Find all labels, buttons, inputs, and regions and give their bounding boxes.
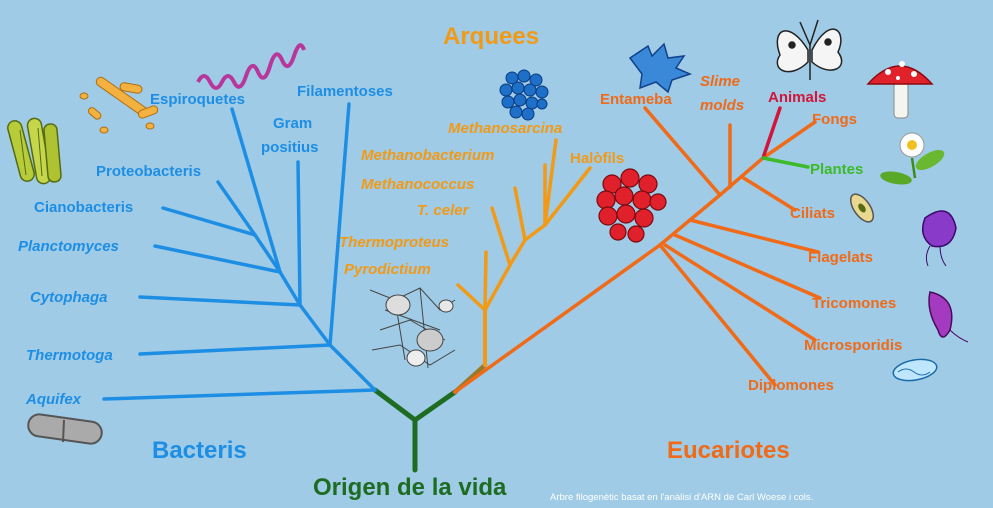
spirochete-illustration — [196, 43, 306, 90]
branch-methanococcus — [513, 186, 527, 242]
halophile-illustration — [596, 168, 667, 243]
branch-cytophaga — [138, 295, 302, 307]
archaea-branches — [452, 138, 592, 395]
taxon-planctomyces: Planctomyces — [18, 238, 119, 255]
branch-thermotoga — [138, 343, 332, 356]
cyanobacteria-illustration — [7, 117, 62, 185]
branch-entameba — [643, 106, 722, 197]
taxon-tceler: T. celer — [417, 202, 470, 219]
branch-fongs — [761, 120, 817, 160]
taxon-microsporidis: Microsporidis — [804, 337, 902, 354]
taxon-ciliats: Ciliats — [790, 205, 835, 222]
branch-thermoproteus — [483, 250, 488, 312]
taxon-tricomones: Tricomones — [812, 295, 896, 312]
flower-illustration — [880, 132, 945, 185]
eukarya-branches — [453, 106, 822, 394]
trichomonas-illustration — [928, 291, 969, 343]
taxon-methanosarcina: Methanosarcina — [448, 120, 562, 137]
branch-diplomones — [658, 243, 777, 387]
branch-cianobacteris — [161, 206, 257, 237]
branch-plantes — [761, 156, 810, 169]
butterfly-illustration — [776, 19, 843, 80]
taxon-slime: Slime — [700, 73, 740, 90]
proteobacteria-illustration — [79, 76, 159, 134]
taxon-fongs: Fongs — [812, 111, 857, 128]
branch-microsporidis — [663, 243, 817, 342]
root-branches — [372, 387, 458, 473]
branch-flagelats — [688, 218, 820, 254]
branch-aquifex — [102, 388, 377, 401]
branch-animals — [761, 106, 782, 160]
branch-tricomones — [673, 233, 822, 300]
domain-label-eukarya: Eucariotes — [667, 437, 790, 464]
taxon-cianobacteris: Cianobacteris — [34, 199, 133, 216]
taxon-molds: molds — [700, 97, 744, 114]
branch-halofils — [543, 166, 592, 227]
taxon-thermoproteus: Thermoproteus — [339, 234, 449, 251]
taxon-proteobacteris: Proteobacteris — [96, 163, 201, 180]
branch-espiroquetes — [230, 107, 282, 274]
root-left-fork — [372, 387, 418, 423]
taxon-flagelats: Flagelats — [808, 249, 873, 266]
branch-pyrodictium — [456, 283, 487, 312]
methanosarcina-illustration — [499, 69, 549, 121]
taxon-methanococcus: Methanococcus — [361, 176, 474, 193]
domain-label-bacteria: Bacteris — [152, 437, 247, 464]
aquifex-illustration — [27, 413, 103, 445]
root-right-fork — [412, 389, 458, 423]
caption: Arbre filogenètic basat en l'anàlisi d'A… — [550, 492, 813, 503]
bacteria-branches — [102, 102, 377, 401]
taxon-aquifex: Aquifex — [25, 391, 82, 408]
taxon-cytophaga: Cytophaga — [30, 289, 108, 306]
mushroom-illustration — [866, 61, 934, 119]
branch-proteobacteris — [216, 180, 257, 237]
ciliate-illustration — [849, 193, 875, 223]
branch-methanosarcina — [543, 138, 558, 227]
taxon-positius: positius — [261, 139, 319, 156]
branch-tceler — [490, 206, 512, 267]
branch-gram-positius — [296, 160, 302, 307]
branch-ciliats — [740, 175, 797, 212]
branch-planctomyces — [153, 244, 282, 274]
taxon-gram: Gram — [273, 115, 312, 132]
diplomonad-illustration — [892, 358, 938, 382]
taxon-entameba: Entameba — [600, 91, 672, 108]
entameba-illustration — [628, 42, 693, 94]
taxon-methanobacterium: Methanobacterium — [361, 147, 494, 164]
taxon-halofils: Halòfils — [570, 150, 624, 167]
taxon-animals: Animals — [768, 89, 826, 106]
taxon-espiroquetes: Espiroquetes — [150, 91, 245, 108]
branch-filamentoses — [328, 102, 351, 347]
taxon-filamentoses: Filamentoses — [297, 83, 393, 100]
taxon-diplomones: Diplomones — [748, 377, 834, 394]
thermoproteus-illustration — [369, 287, 456, 369]
root-label: Origen de la vida — [313, 474, 507, 501]
taxon-pyrodictium: Pyrodictium — [344, 261, 431, 278]
flagellate-illustration — [921, 210, 957, 267]
taxon-plantes: Plantes — [810, 161, 863, 178]
taxon-thermotoga: Thermotoga — [26, 347, 113, 364]
domain-label-archaea: Arquees — [443, 23, 539, 50]
